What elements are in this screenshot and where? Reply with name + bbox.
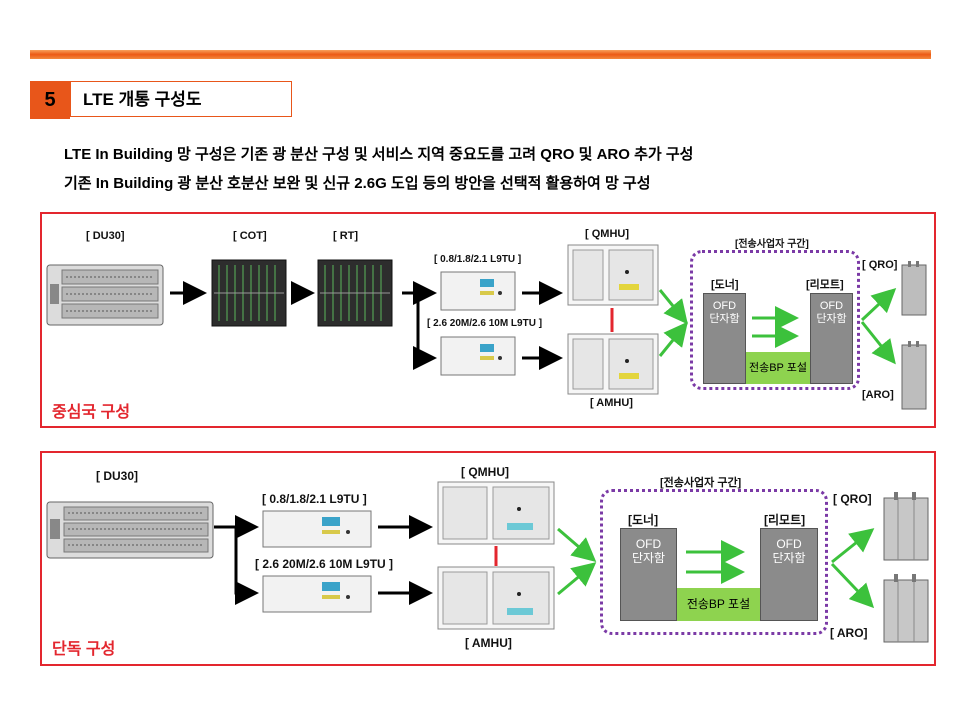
qmhu-label-2: [ QMHU]	[461, 465, 509, 479]
carrier-zone	[690, 250, 860, 390]
aro-device	[901, 341, 927, 410]
qmhu-label: [ QMHU]	[585, 228, 629, 240]
standalone-config-label: 단독 구성	[52, 641, 116, 658]
du30-device	[46, 264, 164, 326]
standalone-config-panel	[40, 451, 936, 666]
l9tu-a-label: [ 0.8/1.8/2.1 L9TU ]	[434, 254, 522, 265]
du30-label: [ DU30]	[86, 230, 125, 242]
qmhu-device-2	[437, 481, 555, 545]
qmhu-device	[567, 244, 659, 306]
rt-device	[317, 259, 393, 327]
donor-label-2: [도너]	[628, 513, 659, 527]
donor-ofd-box-2: OFD 단자함	[620, 528, 677, 621]
transmission-bp: 전송BP 포설	[746, 352, 810, 384]
section-title: LTE 개통 구성도	[70, 81, 292, 117]
remote-label: [리모트]	[806, 279, 844, 291]
qro-device-2	[883, 492, 929, 561]
donor-ofd-box: OFD 단자함	[703, 293, 746, 384]
amhu-label-2: [ AMHU]	[465, 636, 512, 650]
aro-device-2	[883, 574, 929, 643]
remote-ofd-box-2: OFD 단자함	[760, 528, 818, 621]
top-accent-bar	[30, 50, 931, 59]
amhu-label: [ AMHU]	[590, 397, 633, 409]
l9tu-a-device-2	[262, 510, 372, 548]
cot-label: [ COT]	[233, 230, 267, 242]
l9tu-b-label-2: [ 2.6 20M/2.6 10M L9TU ]	[255, 557, 394, 571]
aro-label-2: [ ARO]	[830, 626, 868, 640]
transmission-bp-2: 전송BP 포설	[677, 588, 760, 621]
aro-label: [ARO]	[862, 389, 894, 401]
du30-device-2	[46, 501, 214, 559]
intro-line-1: LTE In Building 망 구성은 기존 광 분산 구성 및 서비스 지…	[64, 146, 694, 163]
qro-label-2: [ QRO]	[833, 492, 872, 506]
amhu-device-2	[437, 566, 555, 630]
remote-label-2: [리모트]	[764, 513, 806, 527]
amhu-device	[567, 333, 659, 395]
intro-line-2: 기존 In Building 광 분산 호분산 보완 및 신규 2.6G 도입 …	[64, 175, 651, 192]
remote-ofd-box: OFD 단자함	[810, 293, 853, 384]
qro-device	[901, 261, 927, 316]
cot-device	[211, 259, 287, 327]
l9tu-a-label-2: [ 0.8/1.8/2.1 L9TU ]	[262, 492, 367, 506]
central-config-label: 중심국 구성	[52, 404, 131, 421]
l9tu-b-device-2	[262, 575, 372, 613]
carrier-zone-2	[600, 489, 828, 635]
central-config-panel	[40, 212, 936, 428]
l9tu-b-device	[440, 336, 516, 376]
donor-label: [도너]	[711, 279, 739, 291]
section-number: 5	[30, 81, 70, 119]
du30-label-2: [ DU30]	[96, 469, 139, 483]
l9tu-b-label: [ 2.6 20M/2.6 10M L9TU ]	[427, 318, 543, 329]
l9tu-a-device	[440, 271, 516, 311]
carrier-zone-label-2: [전송사업자 구간]	[660, 477, 742, 489]
qro-label: [ QRO]	[862, 259, 898, 271]
carrier-zone-label: [전송사업자 구간]	[735, 239, 809, 250]
rt-label: [ RT]	[333, 230, 359, 242]
